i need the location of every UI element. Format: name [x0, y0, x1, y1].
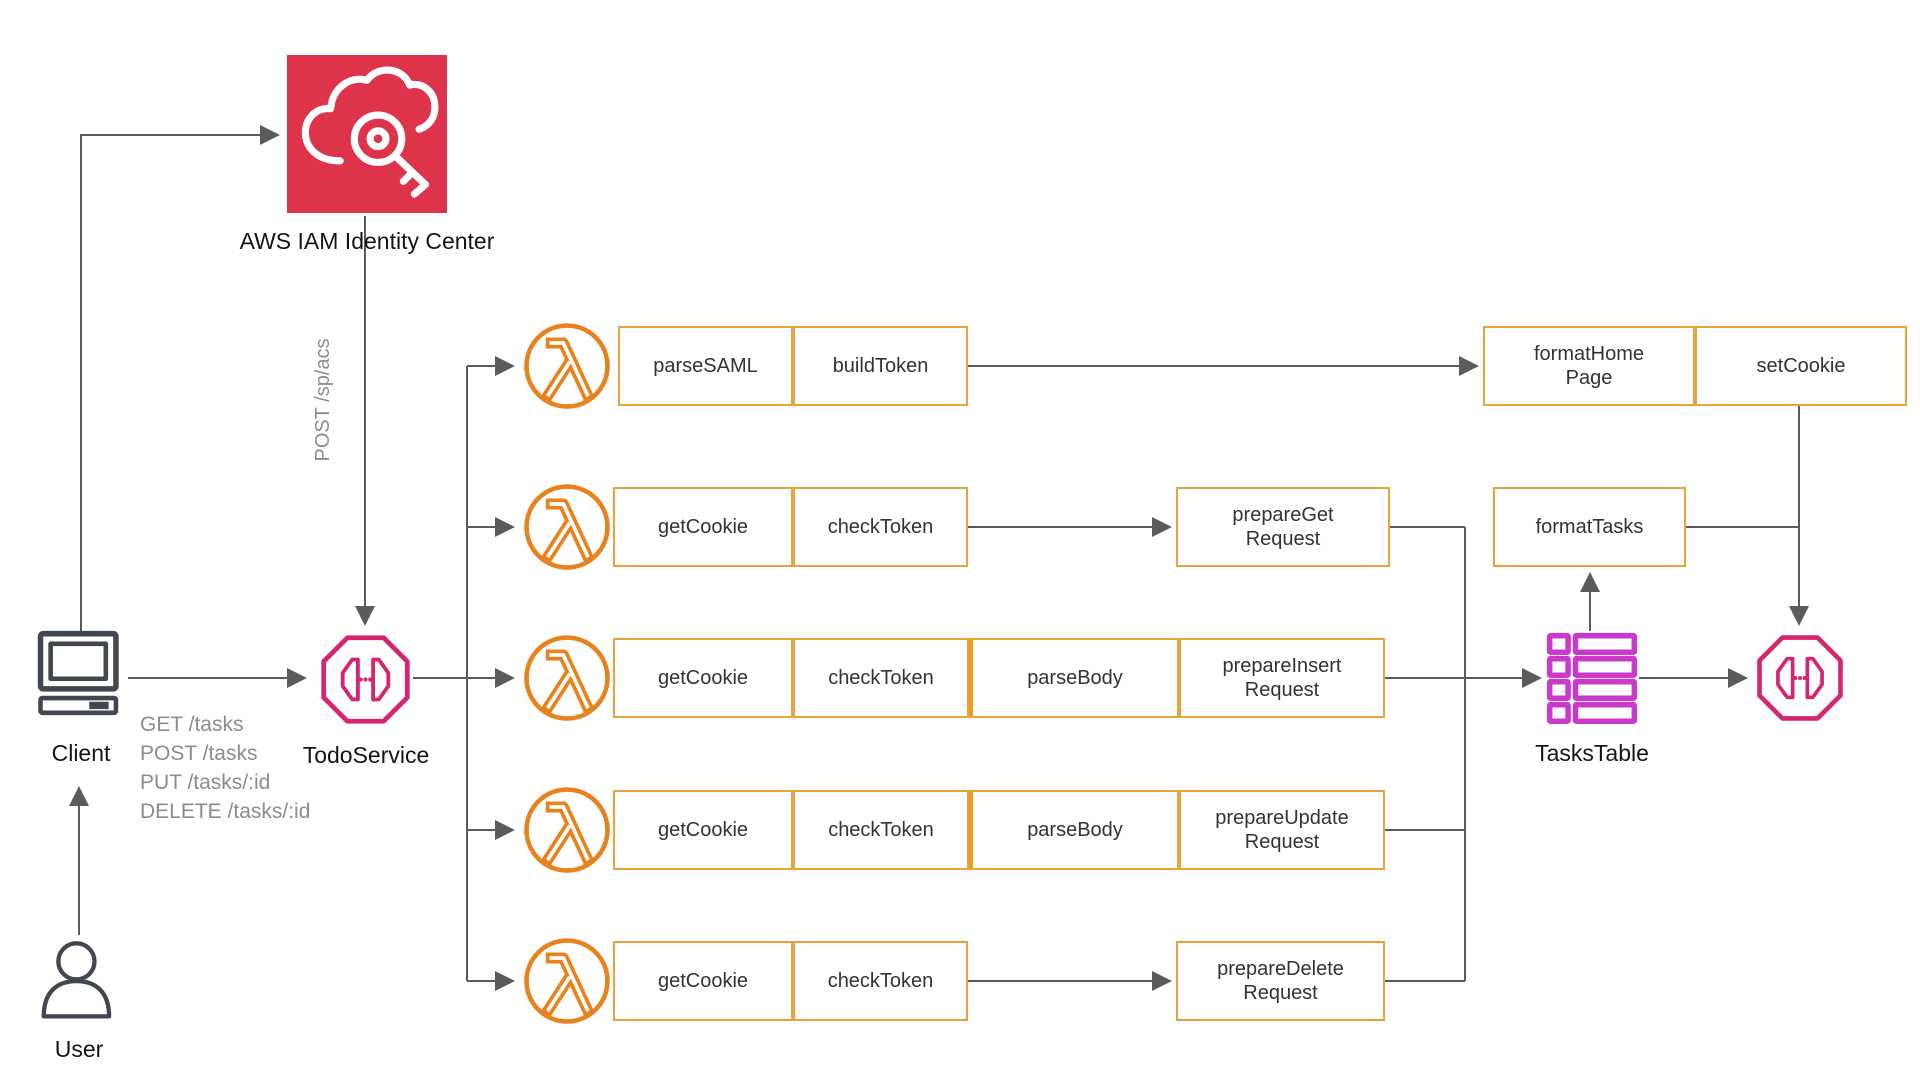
person-icon: [41, 941, 112, 1019]
step-box: setCookie: [1695, 326, 1907, 406]
client-label: Client: [51, 740, 111, 766]
lambda-icon: [524, 938, 610, 1024]
step-box: getCookie: [613, 941, 793, 1021]
sso-post-edge-label: POST /sp/acs: [312, 338, 334, 462]
step-box: parseBody: [969, 790, 1179, 870]
step-box: formatTasks: [1493, 487, 1686, 567]
iam-identity-center-node: [287, 55, 447, 213]
todoservice-label: TodoService: [302, 742, 430, 768]
step-box: checkToken: [793, 790, 969, 870]
step-box: getCookie: [613, 790, 793, 870]
computer-icon: [37, 630, 119, 716]
step-box: prepareGet Request: [1176, 487, 1390, 567]
lambda-icon: [524, 635, 610, 721]
step-box: checkToken: [793, 638, 969, 718]
step-box: checkToken: [793, 487, 968, 567]
step-box: buildToken: [793, 326, 968, 406]
client-request-labels: GET /tasks POST /tasks PUT /tasks/:id DE…: [140, 710, 310, 826]
step-box: getCookie: [613, 487, 793, 567]
step-box: prepareDelete Request: [1176, 941, 1385, 1021]
lambda-icon: [524, 323, 610, 409]
request-label: POST /tasks: [140, 742, 258, 765]
user-label: User: [54, 1036, 104, 1062]
step-box: parseSAML: [618, 326, 793, 406]
step-box: parseBody: [969, 638, 1179, 718]
cloud-key-icon: [301, 66, 439, 198]
request-label: DELETE /tasks/:id: [140, 800, 311, 823]
step-box: prepareInsert Request: [1179, 638, 1385, 718]
taskstable-label: TasksTable: [1535, 740, 1649, 766]
api-gateway-icon: [321, 635, 410, 724]
request-label: PUT /tasks/:id: [140, 771, 271, 794]
request-label: GET /tasks: [140, 713, 244, 736]
lambda-icon: [524, 484, 610, 570]
table-icon: [1546, 632, 1638, 724]
iam-identity-center-label: AWS IAM Identity Center: [239, 228, 495, 254]
step-box: formatHome Page: [1483, 326, 1695, 406]
step-box: getCookie: [613, 638, 793, 718]
step-box: prepareUpdate Request: [1179, 790, 1385, 870]
step-box: checkToken: [793, 941, 968, 1021]
api-gateway-icon: [1757, 635, 1843, 721]
lambda-icon: [524, 787, 610, 873]
